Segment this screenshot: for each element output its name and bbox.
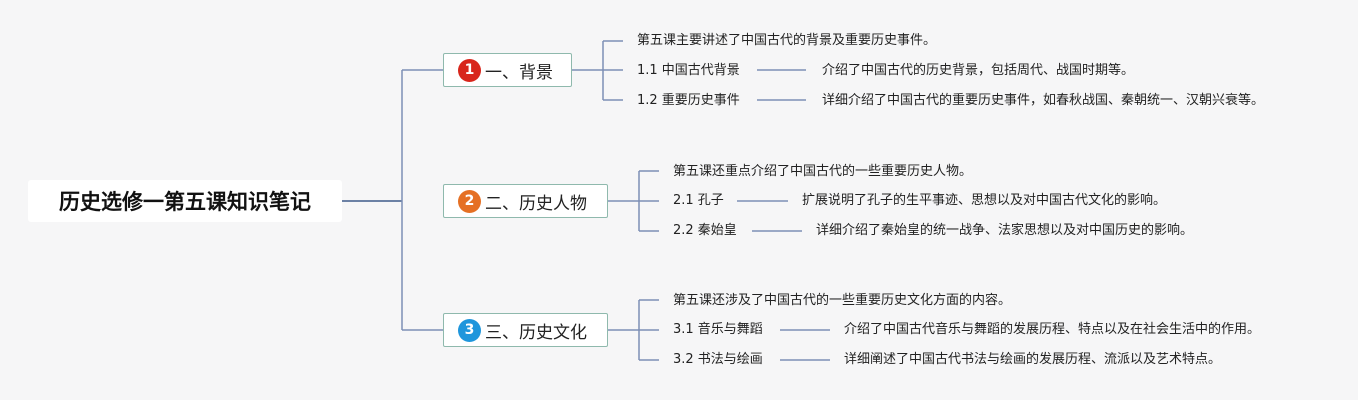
branch-1-label: 一、背景 (485, 62, 553, 83)
branch-3-item-2-label: 3.2 书法与绘画 (673, 352, 763, 367)
branch-1-item-1-label: 1.1 中国古代背景 (637, 63, 740, 78)
branch-2-item-1-detail: 扩展说明了孔子的生平事迹、思想以及对中国古代文化的影响。 (802, 193, 1167, 208)
branch-1-summary: 第五课主要讲述了中国古代的背景及重要历史事件。 (637, 33, 937, 48)
root-title: 历史选修一第五课知识笔记 (59, 190, 311, 214)
branch-2-item-1-label: 2.1 孔子 (673, 193, 724, 208)
branch-3-item-1-label: 3.1 音乐与舞蹈 (673, 322, 763, 337)
number-2-badge-icon: 2 (458, 189, 481, 213)
branch-3-item-1-detail: 介绍了中国古代音乐与舞蹈的发展历程、特点以及在社会生活中的作用。 (844, 322, 1261, 337)
branch-3-label: 三、历史文化 (485, 322, 587, 343)
root-node[interactable]: 历史选修一第五课知识笔记 (28, 180, 342, 222)
number-1-badge-icon: 1 (458, 58, 481, 82)
branch-3-node[interactable]: 3 三、历史文化 (443, 313, 608, 347)
branch-3-item-2-detail: 详细阐述了中国古代书法与绘画的发展历程、流派以及艺术特点。 (844, 352, 1222, 367)
number-3-badge-icon: 3 (458, 318, 481, 342)
branch-2-connector (608, 170, 659, 232)
branch-2-node[interactable]: 2 二、历史人物 (443, 184, 608, 218)
branch-1-item-2-label: 1.2 重要历史事件 (637, 93, 740, 108)
branch-2-label: 二、历史人物 (485, 193, 587, 214)
branch-3-connector (608, 299, 659, 361)
branch-1-item-2-detail: 详细介绍了中国古代的重要历史事件，如春秋战国、秦朝统一、汉朝兴衰等。 (822, 93, 1265, 108)
branch-2-item-2-detail: 详细介绍了秦始皇的统一战争、法家思想以及对中国历史的影响。 (816, 223, 1194, 238)
branch-2-item-2-label: 2.2 秦始皇 (673, 223, 737, 238)
branch-1-node[interactable]: 1 一、背景 (443, 53, 572, 87)
branch-2-summary: 第五课还重点介绍了中国古代的一些重要历史人物。 (673, 164, 973, 179)
branch-1-item-1-detail: 介绍了中国古代的历史背景，包括周代、战国时期等。 (822, 63, 1135, 78)
branch-3-summary: 第五课还涉及了中国古代的一些重要历史文化方面的内容。 (673, 293, 1012, 308)
branch-1-connector (572, 40, 623, 101)
